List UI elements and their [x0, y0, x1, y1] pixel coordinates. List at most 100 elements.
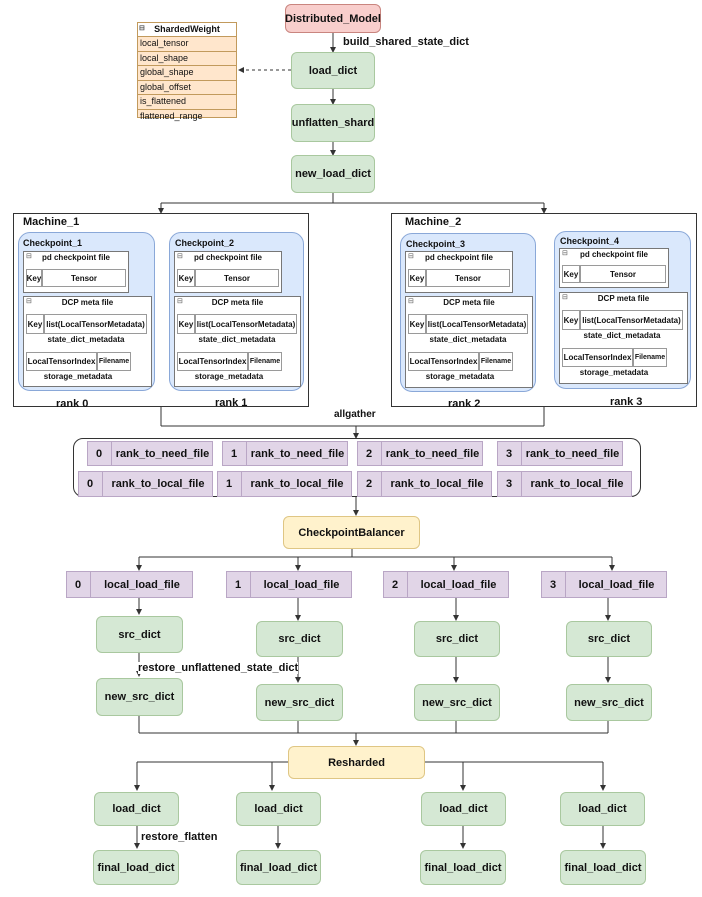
local-file-2[interactable]: [357, 471, 492, 497]
final-load-dict-0[interactable]: final_load_dict: [93, 850, 179, 885]
need-file-3[interactable]: [497, 441, 623, 466]
key-cell: Key: [408, 269, 426, 287]
need-file-2[interactable]: [357, 441, 483, 466]
meta-value-cell: list(LocalTensorMetadata): [426, 314, 528, 334]
need-file-3-label: rank_to_need_file: [525, 447, 620, 460]
pd-file-label: pd checkpoint file: [424, 253, 493, 262]
field-global-offset: global_offset: [138, 79, 236, 95]
new-src-dict-1[interactable]: new_src_dict: [256, 684, 343, 721]
dcp-meta-table: ⊟ DCP meta file Key list(LocalTensorMeta…: [559, 292, 688, 384]
load-dict-3[interactable]: load_dict: [560, 792, 645, 826]
final-load-dict-1[interactable]: final_load_dict: [236, 850, 321, 885]
load-file-1-label: local_load_file: [263, 578, 340, 591]
tensor-cell: Tensor: [195, 269, 279, 287]
load-dict-1[interactable]: load_dict: [236, 792, 321, 826]
key-cell: Key: [177, 269, 195, 287]
rank-2-label: rank 2: [448, 398, 481, 410]
load-dict-0[interactable]: load_dict: [94, 792, 179, 826]
src-dict-2[interactable]: src_dict: [414, 621, 500, 657]
field-local-shape: local_shape: [138, 50, 236, 66]
load-file-3-label: local_load_file: [578, 578, 655, 591]
local-file-1-index: 1: [217, 471, 242, 497]
pd-file-label: pd checkpoint file: [579, 250, 648, 259]
local-file-1[interactable]: [217, 471, 352, 497]
local-file-0-label: rank_to_local_file: [111, 478, 205, 490]
dcp-meta-table: ⊟ DCP meta file Key list(LocalTensorMeta…: [174, 296, 301, 387]
dcp-file-label: DCP meta file: [443, 298, 495, 307]
local-tensor-index-cell: LocalTensorIndex: [26, 352, 97, 371]
src-dict-1[interactable]: src_dict: [256, 621, 343, 657]
field-global-shape: global_shape: [138, 65, 236, 80]
load-file-0-label: local_load_file: [104, 578, 180, 591]
state-dict-metadata-label: state_dict_metadata: [198, 335, 276, 344]
storage-metadata-label: storage_metadata: [425, 372, 495, 381]
checkpoint-2: Checkpoint_2 ⊟ pd checkpoint file Key Te…: [169, 232, 304, 391]
meta-value-cell: list(LocalTensorMetadata): [44, 314, 147, 334]
checkpoint-4: Checkpoint_4 ⊟ pd checkpoint file Key Te…: [554, 231, 691, 389]
final-load-dict-3[interactable]: final_load_dict: [560, 850, 646, 885]
load-file-3[interactable]: [541, 571, 667, 598]
field-local-tensor: local_tensor: [138, 36, 236, 51]
need-file-0[interactable]: [87, 441, 213, 466]
local-file-3-label: rank_to_local_file: [530, 478, 624, 490]
checkpoint-balancer-node[interactable]: CheckpointBalancer: [283, 516, 420, 549]
load-dict-node[interactable]: load_dict: [291, 52, 375, 89]
sharded-weight-class: ⊟ ShardedWeight local_tensor local_shape…: [137, 22, 237, 121]
dcp-file-label: DCP meta file: [61, 298, 114, 307]
load-file-1[interactable]: [226, 571, 352, 598]
key-cell: Key: [562, 265, 580, 283]
dcp-file-label: DCP meta file: [211, 298, 264, 307]
distributed-model-node[interactable]: Distributed_Model: [285, 4, 381, 33]
local-file-2-label: rank_to_local_file: [390, 478, 484, 490]
need-file-1[interactable]: [222, 441, 348, 466]
key-cell: Key: [26, 269, 42, 287]
local-file-0-index: 0: [78, 471, 103, 497]
restore-flatten-label: restore_flatten: [141, 831, 218, 843]
load-dict-2[interactable]: load_dict: [421, 792, 506, 826]
state-dict-metadata-label: state_dict_metadata: [429, 335, 507, 344]
load-file-0[interactable]: [66, 571, 193, 598]
state-dict-metadata-label: state_dict_metadata: [47, 335, 125, 344]
src-dict-0[interactable]: src_dict: [96, 616, 183, 653]
new-src-dict-3[interactable]: new_src_dict: [566, 684, 652, 721]
need-file-0-label: rank_to_need_file: [115, 447, 210, 460]
final-load-dict-2[interactable]: final_load_dict: [420, 850, 506, 885]
filename-cell: Filename: [633, 348, 667, 367]
load-file-2-label: local_load_file: [420, 578, 497, 591]
need-file-3-index: 3: [497, 441, 522, 466]
storage-metadata-label: storage_metadata: [579, 368, 649, 377]
tensor-cell: Tensor: [42, 269, 126, 287]
src-dict-3[interactable]: src_dict: [566, 621, 652, 657]
pd-checkpoint-table: ⊟ pd checkpoint file Key Tensor: [174, 251, 282, 293]
pd-file-label: pd checkpoint file: [41, 253, 110, 262]
machine-1-title: Machine_1: [23, 216, 80, 228]
load-file-3-index: 3: [541, 571, 566, 598]
filename-cell: Filename: [248, 352, 282, 371]
local-file-3-index: 3: [497, 471, 522, 497]
local-tensor-index-cell: LocalTensorIndex: [408, 352, 479, 371]
pd-checkpoint-table: ⊟ pd checkpoint file Key Tensor: [23, 251, 129, 293]
rank-0-label: rank 0: [56, 398, 89, 410]
build-shared-state-dict-label: build_shared_state_dict: [343, 36, 469, 48]
unflatten-shard-node[interactable]: unflatten_shard: [291, 104, 375, 142]
machine-2-title: Machine_2: [405, 216, 462, 228]
new-src-dict-2[interactable]: new_src_dict: [414, 684, 500, 721]
new-src-dict-0[interactable]: new_src_dict: [96, 678, 183, 716]
local-file-3[interactable]: [497, 471, 632, 497]
need-file-2-index: 2: [357, 441, 382, 466]
new-load-dict-node[interactable]: new_load_dict: [291, 155, 375, 193]
dcp-meta-table: ⊟ DCP meta file Key list(LocalTensorMeta…: [23, 296, 152, 387]
meta-value-cell: list(LocalTensorMetadata): [580, 310, 683, 330]
meta-key-cell: Key: [177, 314, 195, 334]
load-file-1-index: 1: [226, 571, 251, 598]
resharded-node[interactable]: Resharded: [288, 746, 425, 779]
field-is-flattened: is_flattened: [138, 94, 236, 109]
checkpoint-title: Checkpoint_2: [175, 238, 235, 248]
meta-key-cell: Key: [562, 310, 580, 330]
checkpoint-3: Checkpoint_3 ⊟ pd checkpoint file Key Te…: [400, 233, 536, 392]
load-file-2[interactable]: [383, 571, 509, 598]
allgather-label: allgather: [334, 409, 376, 420]
sharded-weight-title: ⊟ ShardedWeight: [138, 23, 236, 36]
local-file-0[interactable]: [78, 471, 213, 497]
